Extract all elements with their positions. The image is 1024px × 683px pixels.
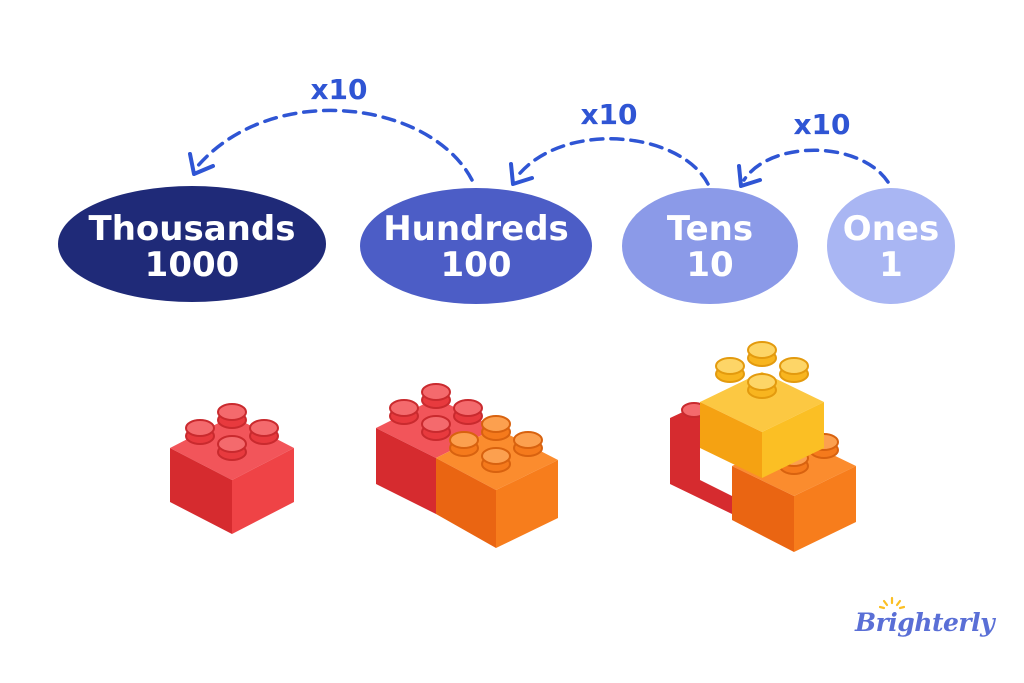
multiplier-label-1: x10 [310,73,367,106]
arrow-ones-to-tens [742,148,890,184]
oval-hundreds-label: Hundreds [383,209,569,249]
brick-orange-studs-2 [449,415,543,473]
brick-group-3 [670,341,856,552]
brick-yellow-studs-3 [715,341,809,399]
oval-thousands [58,186,326,302]
brick-group-1 [170,403,294,534]
brick-orange-left-3 [732,466,794,552]
brick-orange-right-2 [496,460,558,548]
arrow-hundreds-to-thousands [194,108,474,182]
brick-group-2 [376,383,558,548]
oval-tens [622,188,798,304]
oval-thousands-value: 1000 [145,245,240,285]
multiplier-arrows: x10 x10 x10 [188,73,890,188]
brick-red-studs-2 [389,383,483,441]
brick-red-right [232,448,294,534]
arrowhead-thousands [188,152,215,176]
multiplier-label-2: x10 [580,98,637,131]
arrowhead-hundreds [509,162,534,186]
oval-ones-label: Ones [843,209,939,249]
arrowhead-tens [737,164,762,188]
oval-thousands-label: Thousands [89,209,296,249]
logo-text: Brighterly [855,608,995,637]
oval-tens-label: Tens [667,209,753,249]
brighterly-logo: Brighterly [855,596,995,646]
oval-ones [827,188,955,304]
oval-hundreds [360,188,592,304]
brick-red-studs [185,403,279,461]
brick-yellow-right-3 [762,402,824,478]
oval-ones-value: 1 [879,245,903,285]
brick-yellow-left-3 [700,402,762,478]
brick-red-left-3 [670,404,732,514]
oval-hundreds-value: 100 [441,245,512,285]
brick-orange-left-2 [436,458,496,548]
arrow-tens-to-hundreds [514,137,710,186]
oval-tens-value: 10 [686,245,733,285]
brick-red-left-2 [376,428,436,514]
place-ovals: Thousands 1000 Hundreds 100 Tens 10 Ones… [58,186,955,304]
sun-icon [879,596,905,610]
multiplier-label-3: x10 [793,108,850,141]
brick-red-left [170,448,232,534]
brick-orange-right-3 [794,466,856,552]
